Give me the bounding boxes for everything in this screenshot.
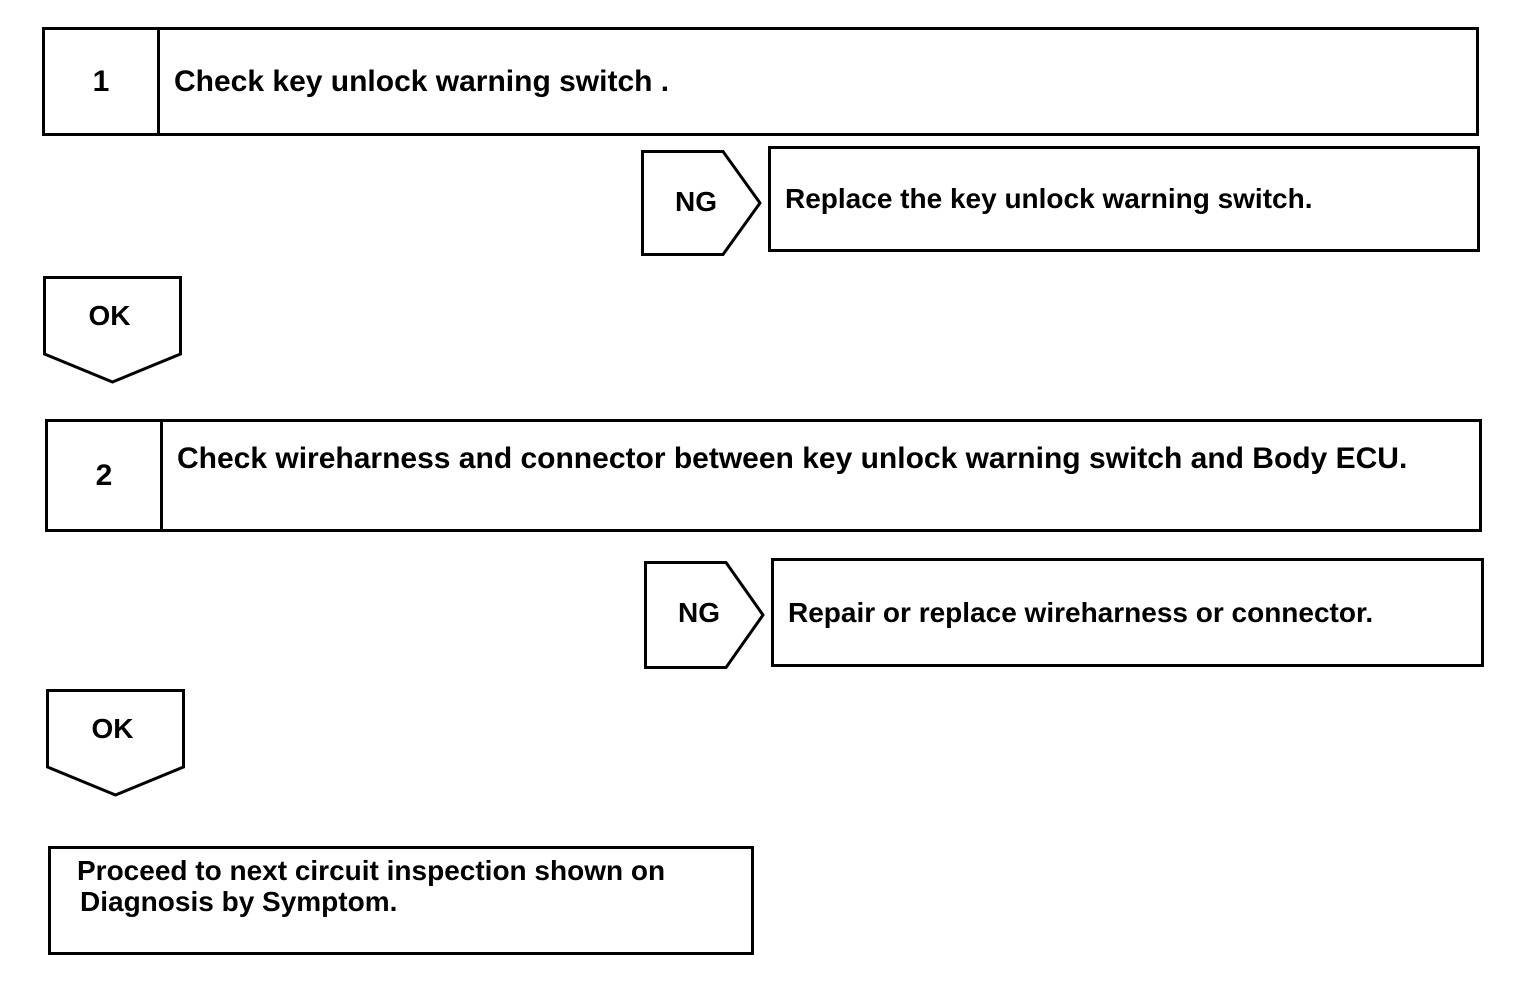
ng-arrow: NG — [644, 561, 766, 669]
ok-arrow-shape — [43, 276, 182, 384]
ok-arrow: OK — [46, 689, 185, 797]
ok-arrow: OK — [43, 276, 182, 384]
step-2-box: 2 Check wireharness and connector betwee… — [45, 419, 1482, 532]
final-text-line: Proceed to next circuit inspection shown… — [77, 855, 666, 886]
ng-action-text: Replace the key unlock warning switch. — [785, 183, 1313, 214]
step-instruction: Check key unlock warning switch . — [174, 64, 670, 98]
ng-label: NG — [678, 597, 720, 628]
ok-arrow-shape — [46, 689, 185, 797]
ng-action-box: Repair or replace wireharness or connect… — [771, 558, 1484, 667]
final-text-line: Diagnosis by Symptom. — [80, 886, 398, 917]
step-number: 1 — [45, 30, 160, 133]
step-instruction: Check wireharness and connector between … — [177, 442, 1408, 475]
ng-action-text: Repair or replace wireharness or connect… — [788, 596, 1374, 628]
ok-label: OK — [88, 300, 131, 331]
final-action-box: Proceed to next circuit inspection shown… — [48, 846, 754, 955]
ng-arrow: NG — [641, 150, 763, 256]
ng-action-box: Replace the key unlock warning switch. — [768, 146, 1480, 252]
ok-label: OK — [91, 713, 134, 744]
ng-arrow-shape — [641, 150, 762, 256]
ng-arrow-shape — [644, 561, 765, 669]
step-number: 2 — [48, 422, 163, 529]
ng-label: NG — [675, 186, 717, 217]
step-1-box: 1 Check key unlock warning switch . — [42, 27, 1479, 136]
